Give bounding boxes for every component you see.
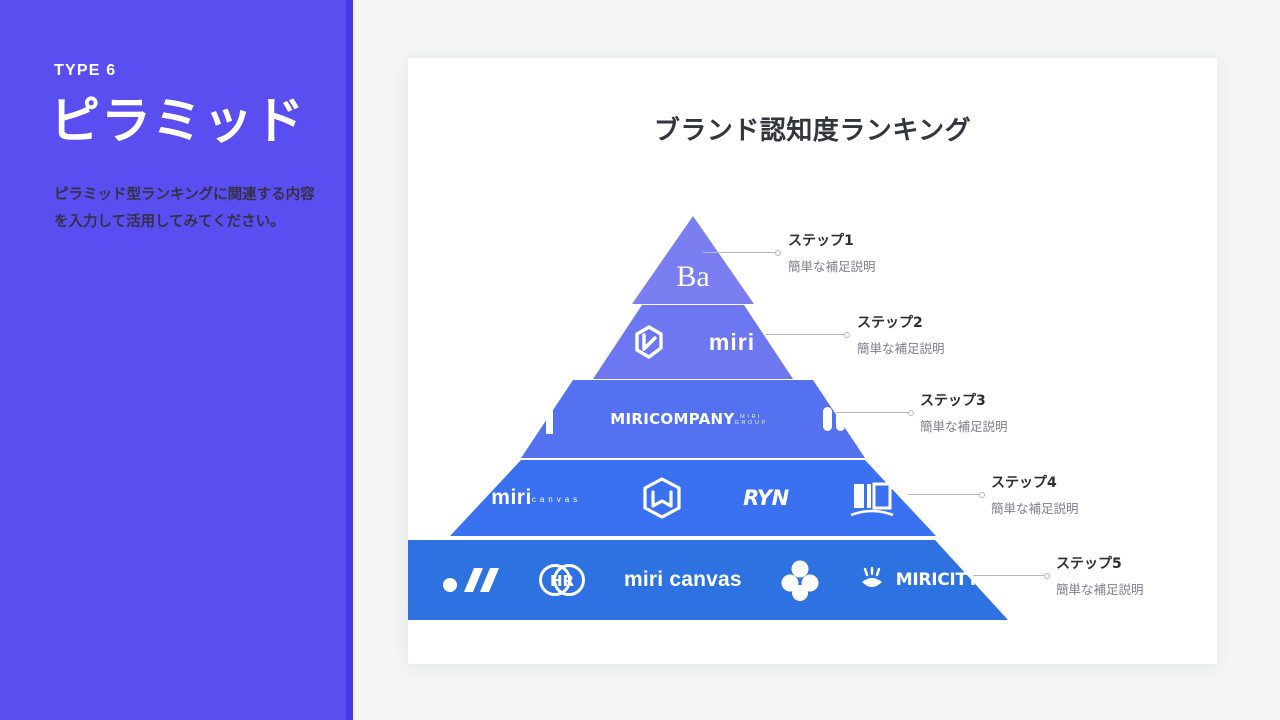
- mk-monogram-logo: [820, 401, 872, 437]
- ryn-wordmark-text: RYN: [743, 486, 789, 510]
- stage: ブランド認知度ランキング Ba: [353, 0, 1280, 720]
- leader-dot: [775, 249, 781, 256]
- callout-step-5[interactable]: ステップ5 簡単な補足説明: [1056, 553, 1144, 598]
- miri-wordmark-text: miri: [708, 328, 756, 355]
- callout-subtitle: 簡単な補足説明: [857, 341, 945, 356]
- ryn-wordmark-logo: RYN: [743, 486, 789, 510]
- leader-line-4: [908, 490, 985, 499]
- clover-plus-logo: [780, 559, 820, 601]
- leader-line-2: [766, 330, 850, 339]
- leader-line-segment: [836, 412, 914, 413]
- miri-wordmark-logo: miri: [709, 329, 755, 356]
- leader-line-3: [836, 408, 914, 417]
- callout-title: ステップ5: [1056, 556, 1122, 572]
- leader-line-segment: [703, 252, 781, 253]
- callout-subtitle: 簡単な補足説明: [991, 501, 1079, 516]
- leader-dot: [844, 331, 850, 338]
- miricompany-logo: MIRICOMPANY MIRI GROUP: [610, 410, 767, 428]
- leader-dot: [1044, 572, 1050, 579]
- pyramid-tier-2[interactable]: miri: [593, 305, 793, 379]
- sidebar-accent-bar: [346, 0, 353, 720]
- ba-monogram-text: Ba: [676, 260, 710, 293]
- pyramid-tier-4[interactable]: miri canvas RYN: [450, 460, 936, 536]
- type-label: TYPE 6: [54, 62, 117, 79]
- miri-canvas-wordmark-text: miri canvas: [624, 568, 742, 591]
- cube-hex-logo: [641, 476, 683, 520]
- miricompany-text: MIRICOMPANY: [610, 410, 735, 428]
- leader-line-segment: [766, 334, 850, 335]
- leader-dot: [908, 409, 914, 416]
- pyramid-chart: Ba: [408, 58, 1217, 664]
- page-title: ピラミッド: [50, 92, 305, 150]
- chart-title: ブランド認知度ランキング: [653, 116, 972, 146]
- dot-slash-mark-logo: [442, 563, 500, 597]
- sidebar: TYPE 6 ピラミッド ピラミッド型ランキングに関連する内容を入力して活用して…: [0, 0, 346, 720]
- miri-canvas-stacked-logo: miri canvas: [491, 486, 581, 510]
- miricompany-subtext: MIRI GROUP: [734, 414, 768, 426]
- callout-title: ステップ3: [920, 393, 986, 409]
- callout-step-4[interactable]: ステップ4 簡単な補足説明: [991, 472, 1079, 517]
- sidebar-description: ピラミッド型ランキングに関連する内容を入力して活用してみてください。: [54, 187, 315, 230]
- miricity-text: MIRICITY: [895, 570, 979, 590]
- miricity-logo: MIRICITY: [858, 566, 979, 594]
- m-mark-logo: [514, 398, 558, 440]
- leader-line-segment: [973, 575, 1050, 576]
- pyramid-tier-1[interactable]: Ba: [632, 216, 754, 304]
- pyramid-tier-3[interactable]: MIRICOMPANY MIRI GROUP: [516, 380, 872, 458]
- callout-subtitle: 簡単な補足説明: [1056, 582, 1144, 597]
- callout-subtitle: 簡単な補足説明: [920, 419, 1008, 434]
- leader-line-5: [973, 571, 1050, 580]
- building-mark-logo: [849, 477, 895, 519]
- leader-line-1: [703, 248, 781, 257]
- svg-text:HR: HR: [550, 572, 575, 590]
- leader-dot: [979, 491, 985, 498]
- pyramid-tier-5[interactable]: HR miri canvas: [408, 540, 1008, 620]
- callout-title: ステップ2: [857, 315, 923, 331]
- callout-step-1[interactable]: ステップ1 簡単な補足説明: [788, 230, 876, 275]
- arrow-hex-logo: [631, 324, 667, 360]
- miri-canvas-wordmark-logo: miri canvas: [624, 568, 742, 592]
- leader-line-segment: [908, 494, 985, 495]
- callout-subtitle: 簡単な補足説明: [788, 259, 876, 274]
- callout-title: ステップ1: [788, 233, 854, 249]
- miri-canvas-stacked-text: miri: [491, 486, 532, 509]
- content-card: ブランド認知度ランキング Ba: [408, 58, 1217, 664]
- callout-step-3[interactable]: ステップ3 簡単な補足説明: [920, 390, 1008, 435]
- hr-circle-logo: HR: [538, 559, 586, 601]
- ba-monogram-logo: Ba: [676, 262, 709, 292]
- callout-step-2[interactable]: ステップ2 簡単な補足説明: [857, 312, 945, 357]
- miri-canvas-stacked-subtext: canvas: [531, 494, 582, 504]
- callout-title: ステップ4: [991, 475, 1057, 491]
